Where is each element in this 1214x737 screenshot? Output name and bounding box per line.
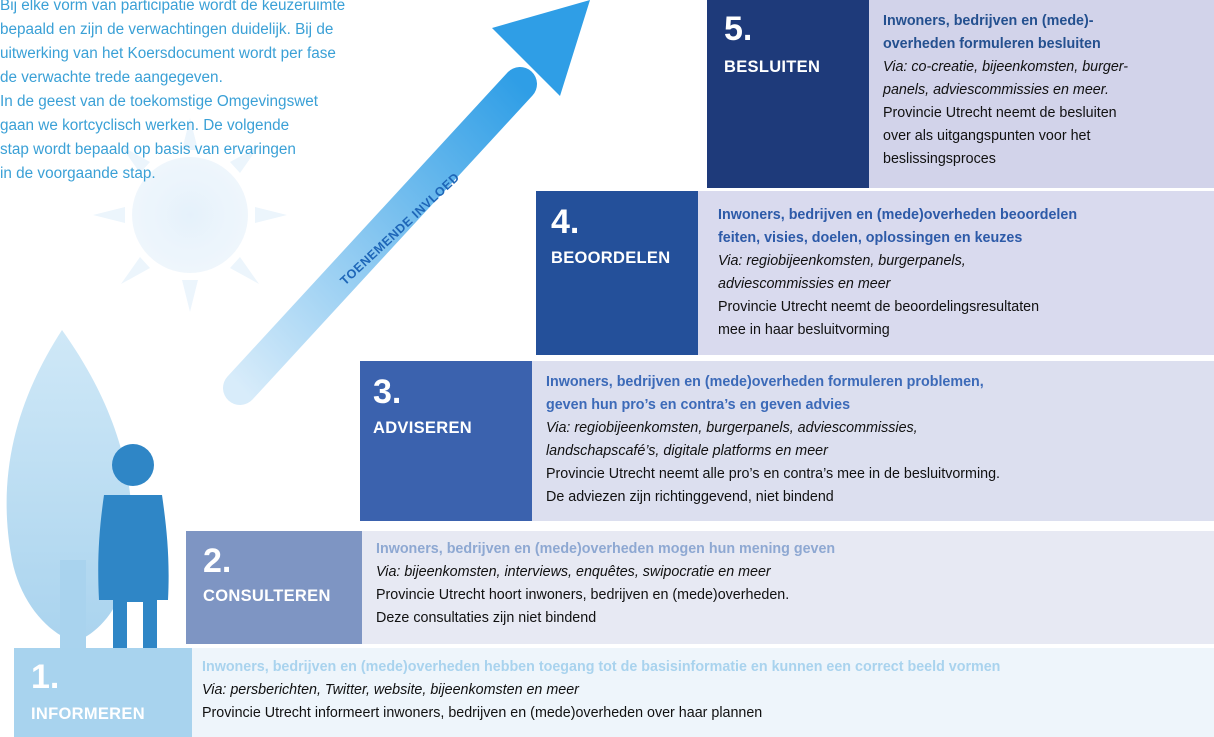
step-heading: Inwoners, bedrijven en (mede)- bbox=[883, 13, 1094, 29]
intro-line: de verwachte trede aangegeven. bbox=[0, 69, 223, 86]
step-heading: Inwoners, bedrijven en (mede)overheden h… bbox=[202, 659, 1001, 675]
intro-text: Bij elke vorm van participatie wordt de … bbox=[0, 0, 440, 186]
step-body: Provincie Utrecht informeert inwoners, b… bbox=[202, 705, 763, 721]
step-heading: Inwoners, bedrijven en (mede)overheden b… bbox=[718, 207, 1078, 223]
step-number-box: 3. ADVISEREN bbox=[360, 361, 532, 521]
step-via: landschapscafé’s, digitale platforms en … bbox=[546, 443, 828, 459]
intro-line: stap wordt bepaald op basis van ervaring… bbox=[0, 141, 296, 158]
step-number: 2. bbox=[203, 542, 232, 580]
intro-line: gaan we kortcyclisch werken. De volgende bbox=[0, 117, 290, 134]
step-number-box: 2. CONSULTEREN bbox=[186, 531, 362, 644]
person-icon bbox=[98, 444, 169, 648]
step-body: mee in haar besluitvorming bbox=[718, 322, 890, 338]
step-via: Via: bijeenkomsten, interviews, enquêtes… bbox=[376, 564, 771, 580]
intro-line: uitwerking van het Koersdocument wordt p… bbox=[0, 45, 336, 62]
step-beoordelen: 4. BEOORDELEN Inwoners, bedrijven en (me… bbox=[536, 191, 1214, 355]
intro-line: Bij elke vorm van participatie wordt de … bbox=[0, 0, 346, 14]
step-name: INFORMEREN bbox=[31, 705, 145, 723]
step-number-box: 1. INFORMEREN bbox=[14, 648, 192, 737]
step-heading: overheden formuleren besluiten bbox=[883, 36, 1101, 52]
step-body: Provincie Utrecht neemt de beoordelingsr… bbox=[718, 299, 1040, 315]
step-body: beslissingsproces bbox=[883, 151, 996, 167]
step-adviseren: 3. ADVISEREN Inwoners, bedrijven en (med… bbox=[360, 361, 1214, 521]
step-description: Inwoners, bedrijven en (mede)overheden m… bbox=[362, 531, 1214, 644]
step-heading: feiten, visies, doelen, oplossingen en k… bbox=[718, 230, 1023, 246]
step-body: Provincie Utrecht hoort inwoners, bedrij… bbox=[376, 587, 790, 603]
step-description: Inwoners, bedrijven en (mede)overheden f… bbox=[532, 361, 1214, 521]
step-name: CONSULTEREN bbox=[203, 587, 331, 605]
step-informeren: 1. INFORMEREN Inwoners, bedrijven en (me… bbox=[14, 648, 1214, 737]
step-number-box: 4. BEOORDELEN bbox=[536, 191, 698, 355]
step-via: panels, adviescommissies en meer. bbox=[883, 82, 1109, 98]
step-description: Inwoners, bedrijven en (mede)- overheden… bbox=[869, 0, 1214, 188]
step-via: Via: regiobijeenkomsten, burgerpanels, bbox=[718, 253, 966, 269]
step-body: Deze consultaties zijn niet bindend bbox=[376, 610, 597, 626]
intro-line: in de voorgaande stap. bbox=[0, 165, 156, 182]
intro-line: bepaald en zijn de verwachtingen duideli… bbox=[0, 21, 334, 38]
step-via: Via: persberichten, Twitter, website, bi… bbox=[202, 682, 579, 698]
intro-line: In de geest van de toekomstige Omgevings… bbox=[0, 93, 319, 110]
step-via: adviescommissies en meer bbox=[718, 276, 891, 292]
step-heading: Inwoners, bedrijven en (mede)overheden f… bbox=[546, 374, 984, 390]
step-body: Provincie Utrecht neemt de besluiten bbox=[883, 105, 1117, 121]
step-number: 3. bbox=[373, 373, 402, 411]
step-via: Via: regiobijeenkomsten, burgerpanels, a… bbox=[546, 420, 918, 436]
step-name: BESLUITEN bbox=[724, 58, 821, 76]
step-number: 1. bbox=[31, 658, 60, 696]
arrow-icon bbox=[223, 0, 590, 405]
step-via: Via: co-creatie, bijeenkomsten, burger- bbox=[883, 59, 1129, 75]
step-heading: geven hun pro’s en contra’s en geven adv… bbox=[546, 397, 851, 413]
step-description: Inwoners, bedrijven en (mede)overheden b… bbox=[698, 191, 1214, 355]
step-number-box: 5. BESLUITEN bbox=[707, 0, 869, 188]
step-name: ADVISEREN bbox=[373, 419, 472, 437]
step-body: Provincie Utrecht neemt alle pro’s en co… bbox=[546, 466, 1001, 482]
step-besluiten: 5. BESLUITEN Inwoners, bedrijven en (med… bbox=[707, 0, 1214, 188]
step-body: over als uitgangspunten voor het bbox=[883, 128, 1091, 144]
sun-icon bbox=[93, 118, 287, 312]
step-heading: Inwoners, bedrijven en (mede)overheden m… bbox=[376, 541, 836, 557]
step-number: 4. bbox=[551, 203, 580, 241]
step-name: BEOORDELEN bbox=[551, 249, 671, 267]
step-number: 5. bbox=[724, 10, 753, 48]
step-description: Inwoners, bedrijven en (mede)overheden h… bbox=[192, 648, 1214, 737]
step-consulteren: 2. CONSULTEREN Inwoners, bedrijven en (m… bbox=[186, 531, 1214, 644]
step-body: De adviezen zijn richtinggevend, niet bi… bbox=[546, 489, 834, 505]
